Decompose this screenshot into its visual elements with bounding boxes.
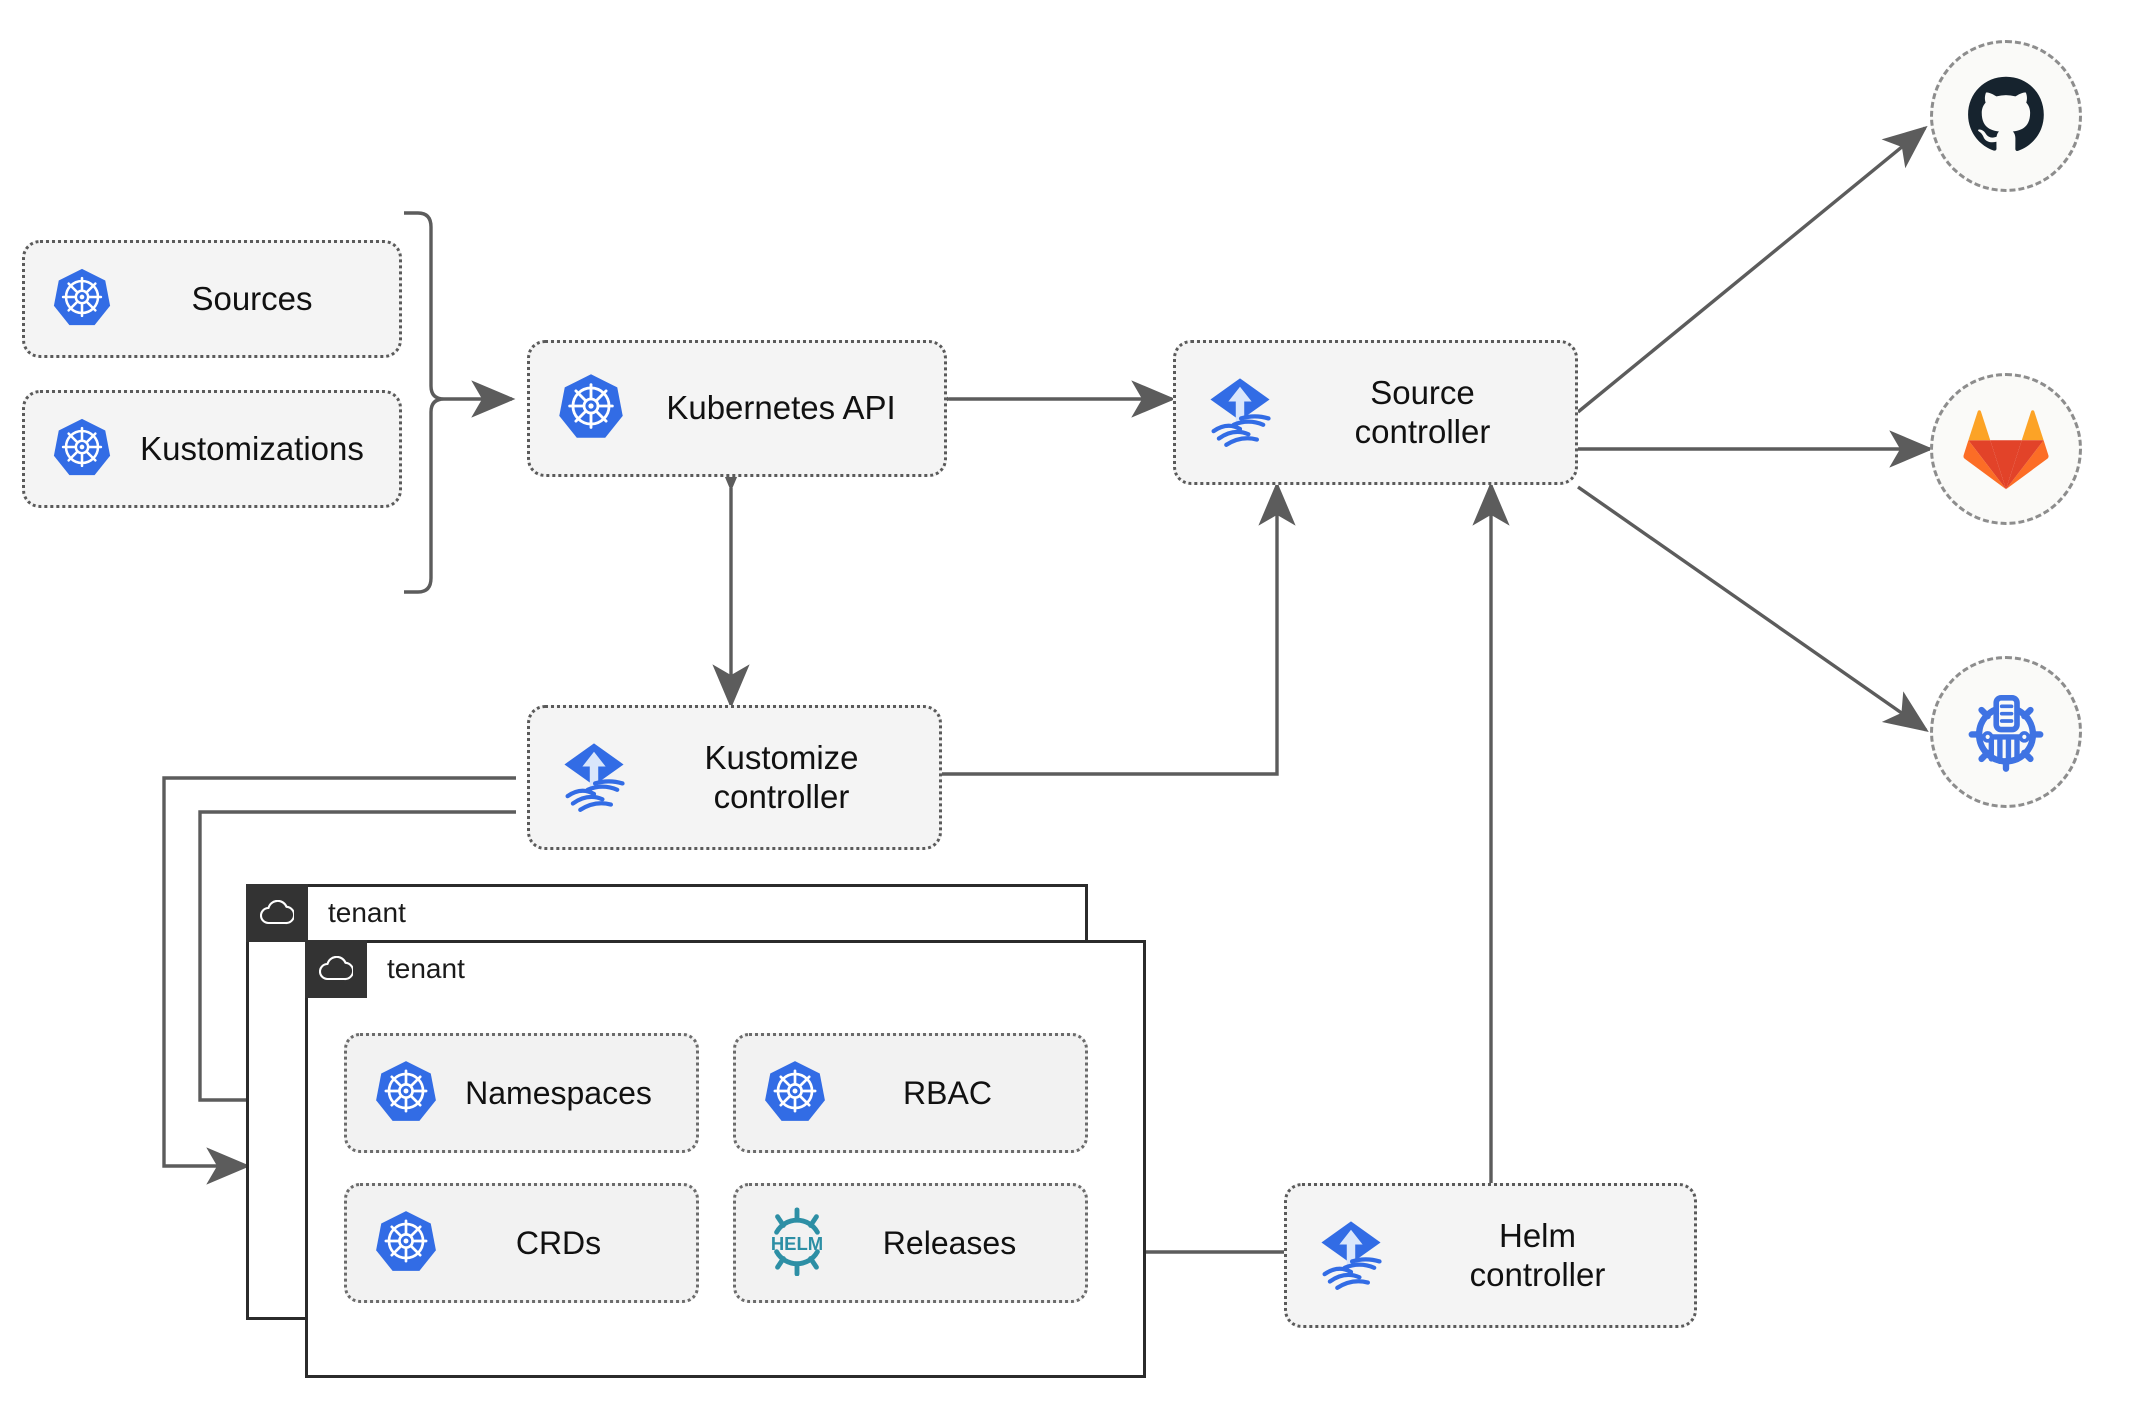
resource-crds[interactable]: CRDs	[344, 1183, 699, 1303]
resource-rbac[interactable]: RBAC	[733, 1033, 1088, 1153]
node-label: Helm controller	[1469, 1216, 1606, 1293]
helm-repository-icon	[1968, 694, 2044, 772]
endpoint-helm-repository[interactable]	[1930, 656, 2082, 808]
resource-label: RBAC	[903, 1074, 992, 1111]
tenant-titlebar: tenant	[305, 940, 465, 998]
flux-icon	[1313, 1215, 1389, 1296]
tenant-window-front[interactable]: tenant Namespaces	[305, 940, 1146, 1378]
endpoint-github[interactable]	[1930, 40, 2082, 192]
resource-label: CRDs	[515, 1224, 602, 1261]
node-label: Kustomize controller	[704, 738, 859, 815]
kubernetes-icon	[51, 266, 113, 333]
gitlab-icon	[1963, 410, 2049, 490]
cloud-icon	[305, 940, 367, 998]
node-kustomize-controller[interactable]: Kustomize controller	[527, 705, 942, 850]
resource-label: Releases	[882, 1224, 1017, 1261]
node-helm-controller[interactable]: Helm controller	[1284, 1183, 1697, 1328]
node-source-controller[interactable]: Source controller	[1173, 340, 1578, 485]
cloud-icon	[246, 884, 308, 942]
tenant-label: tenant	[328, 897, 406, 928]
resource-releases[interactable]: HELM Releases	[733, 1183, 1088, 1303]
node-sources[interactable]: Sources	[22, 240, 402, 358]
resource-namespaces[interactable]: Namespaces	[344, 1033, 699, 1153]
node-label: Source controller	[1354, 373, 1491, 450]
resource-label: Namespaces	[465, 1074, 652, 1111]
node-label: Sources	[191, 279, 313, 317]
kubernetes-icon	[762, 1058, 828, 1129]
node-kubernetes-api[interactable]: Kubernetes API	[527, 340, 947, 477]
tenant-titlebar: tenant	[246, 884, 406, 942]
node-label: Kubernetes API	[666, 389, 896, 427]
kubernetes-icon	[373, 1208, 439, 1279]
svg-text:HELM: HELM	[771, 1232, 823, 1253]
helm-icon: HELM	[762, 1206, 832, 1281]
kubernetes-icon	[373, 1058, 439, 1129]
flux-icon	[556, 737, 632, 818]
flux-icon	[1202, 372, 1278, 453]
kubernetes-icon	[51, 416, 113, 483]
kubernetes-icon	[556, 371, 626, 446]
tenant-label: tenant	[387, 953, 465, 984]
endpoint-gitlab[interactable]	[1930, 373, 2082, 525]
node-kustomizations[interactable]: Kustomizations	[22, 390, 402, 508]
github-icon	[1968, 76, 2044, 151]
node-label: Kustomizations	[140, 429, 364, 467]
